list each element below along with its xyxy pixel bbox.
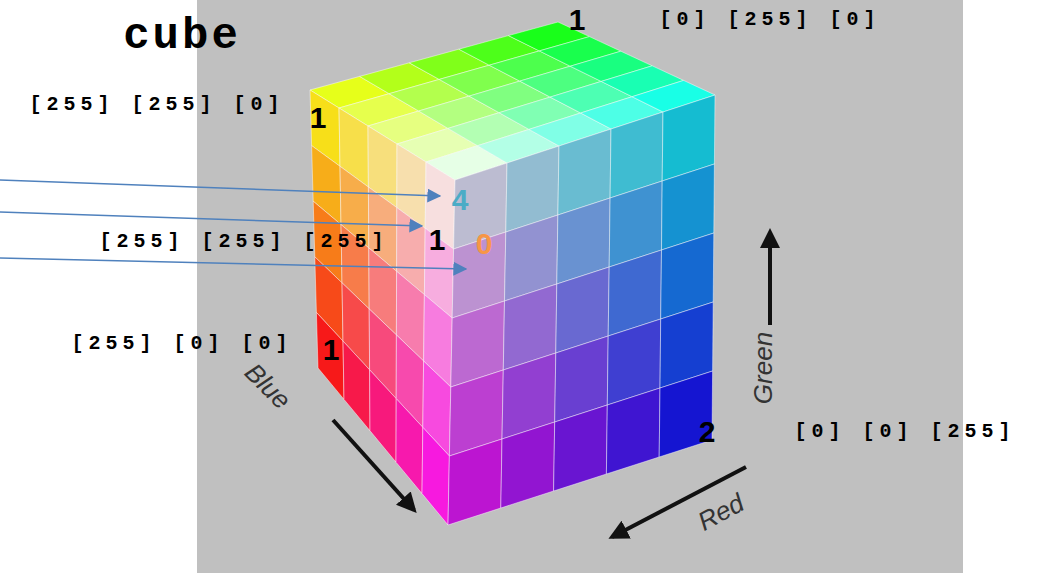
left-face-cell bbox=[422, 427, 449, 525]
callout-number: 1 bbox=[310, 103, 327, 133]
callout-number: 4 bbox=[452, 185, 469, 215]
grey-background bbox=[197, 0, 963, 573]
right-face-cell bbox=[554, 405, 608, 491]
callout-number: 1 bbox=[569, 5, 586, 35]
left-face-cell bbox=[396, 399, 423, 494]
left-face-cell bbox=[343, 341, 370, 431]
left-face-cell bbox=[370, 370, 397, 462]
color-coordinate: [255] [0] [0] bbox=[71, 334, 292, 354]
green-axis-arrow bbox=[768, 232, 772, 325]
color-coordinate: [0] [0] [255] bbox=[794, 422, 1015, 442]
diagram-title: cube bbox=[123, 14, 241, 58]
callout-number: 0 bbox=[476, 229, 493, 259]
axis-label: Green bbox=[750, 332, 776, 404]
cube-faces bbox=[310, 22, 715, 525]
left-face-cell bbox=[316, 312, 344, 399]
color-coordinate: [255] [255] [0] bbox=[29, 95, 284, 115]
right-face-cell bbox=[448, 439, 502, 525]
leader-line bbox=[0, 258, 466, 269]
callout-number: 1 bbox=[323, 335, 340, 365]
color-coordinate: [255] [255] [255] bbox=[99, 232, 388, 252]
color-coordinate: [0] [255] [0] bbox=[659, 10, 880, 30]
right-face-cell bbox=[501, 422, 555, 508]
callout-number: 2 bbox=[699, 417, 716, 447]
leader-line bbox=[0, 180, 440, 196]
callout-number: 1 bbox=[429, 225, 446, 255]
right-face-cell bbox=[606, 388, 660, 474]
blue-axis-arrow bbox=[333, 420, 414, 510]
leader-line bbox=[0, 212, 422, 226]
